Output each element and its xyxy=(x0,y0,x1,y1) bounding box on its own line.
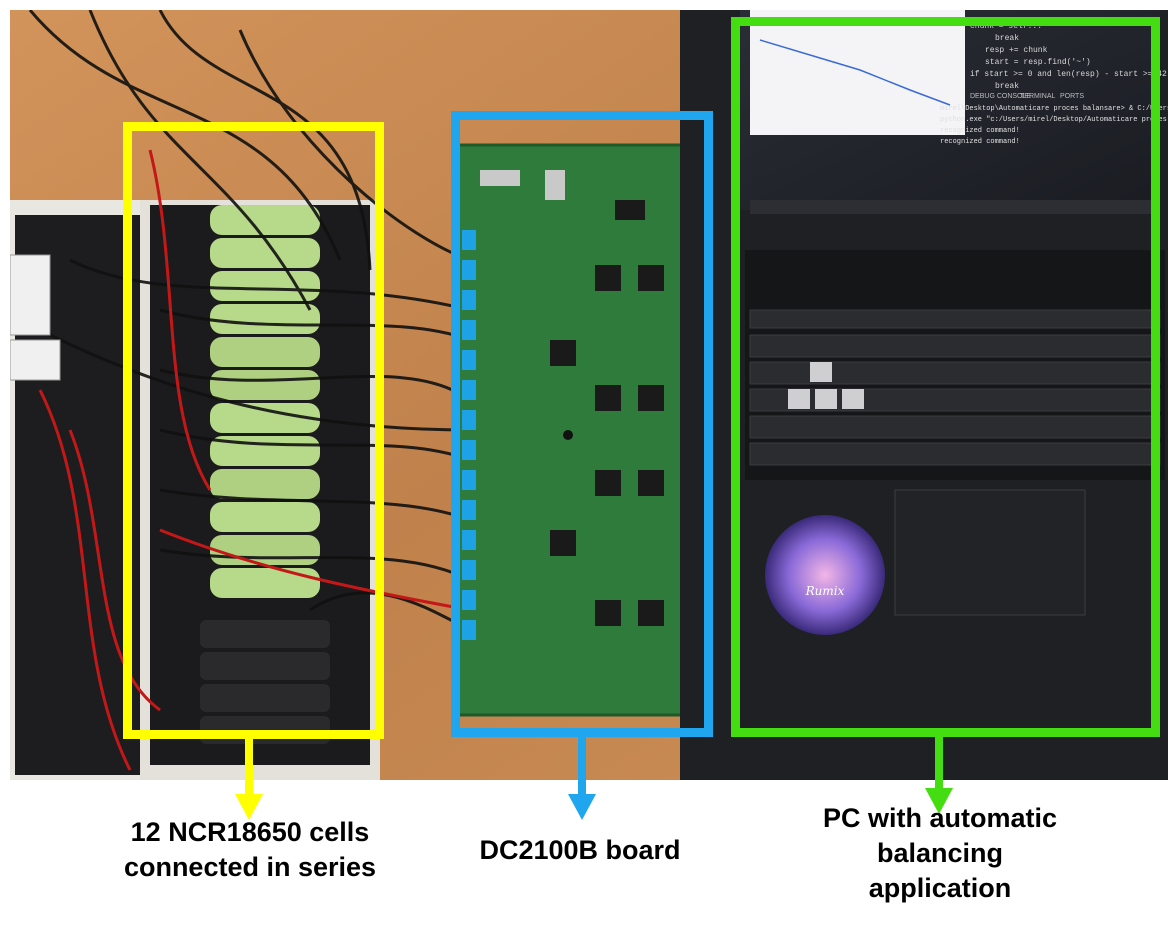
svg-text:resp += chunk: resp += chunk xyxy=(985,46,1048,55)
svg-text:mirel\Desktop\Automaticare pro: mirel\Desktop\Automaticare proces balans… xyxy=(940,105,1168,113)
svg-text:if start >= 0 and len(resp) -: if start >= 0 and len(resp) - start >= 4… xyxy=(970,70,1168,79)
svg-text:TERMINAL: TERMINAL xyxy=(1020,93,1056,100)
pc-caption-line-2: balancing xyxy=(876,838,1004,868)
code-lines: break resp += chunk start = resp.find('~… xyxy=(970,34,1168,91)
svg-text:break: break xyxy=(995,34,1019,43)
pcb-board xyxy=(458,145,708,715)
pc-highlight-frame xyxy=(731,17,1160,737)
pc-caption-line-3: application xyxy=(868,873,1012,903)
cells-caption-line-2: connected in series xyxy=(123,852,377,882)
svg-text:recognized command!: recognized command! xyxy=(940,127,1020,135)
pcb-components xyxy=(550,200,664,626)
pc-arrow xyxy=(925,736,953,814)
svg-text:recognized command!: recognized command! xyxy=(940,138,1020,146)
terminal-lines: mirel\Desktop\Automaticare proces balans… xyxy=(940,105,1168,146)
cells-caption: 12 NCR18650 cells connected in series xyxy=(95,815,405,885)
touchpad xyxy=(894,489,1086,616)
cells-highlight-frame xyxy=(123,122,384,739)
board-caption: DC2100B board xyxy=(450,833,710,868)
svg-text:chunk = self...: chunk = self... xyxy=(970,22,1042,31)
taskbar xyxy=(750,200,1160,214)
pc-caption: PC with automatic balancing application xyxy=(790,801,1090,906)
svg-text:break: break xyxy=(995,82,1019,91)
svg-text:python.exe "c:/Users/mirel/Des: python.exe "c:/Users/mirel/Desktop/Autom… xyxy=(940,116,1168,124)
board-highlight-frame xyxy=(451,111,713,737)
svg-text:start = resp.find('~'): start = resp.find('~') xyxy=(985,58,1091,67)
connectors xyxy=(10,254,61,381)
plot-window xyxy=(750,10,965,135)
svg-text:DEBUG CONSOLE: DEBUG CONSOLE xyxy=(970,93,1031,100)
sticker xyxy=(765,515,885,635)
pc-caption-line-1: PC with automatic xyxy=(822,803,1058,833)
board-caption-line-1: DC2100B board xyxy=(479,835,681,865)
pcb-headers xyxy=(480,170,565,200)
terminal-blocks xyxy=(462,230,476,640)
wasd-keys xyxy=(788,362,864,409)
terminal-tabs: DEBUG CONSOLE TERMINAL PORTS xyxy=(970,93,1084,100)
cells-caption-line-1: 12 NCR18650 cells xyxy=(130,817,370,847)
cells-arrow xyxy=(235,738,263,820)
svg-text:Rumix: Rumix xyxy=(805,584,845,598)
board-arrow xyxy=(568,736,596,820)
red-wires xyxy=(38,149,471,771)
svg-text:PORTS: PORTS xyxy=(1060,93,1084,100)
